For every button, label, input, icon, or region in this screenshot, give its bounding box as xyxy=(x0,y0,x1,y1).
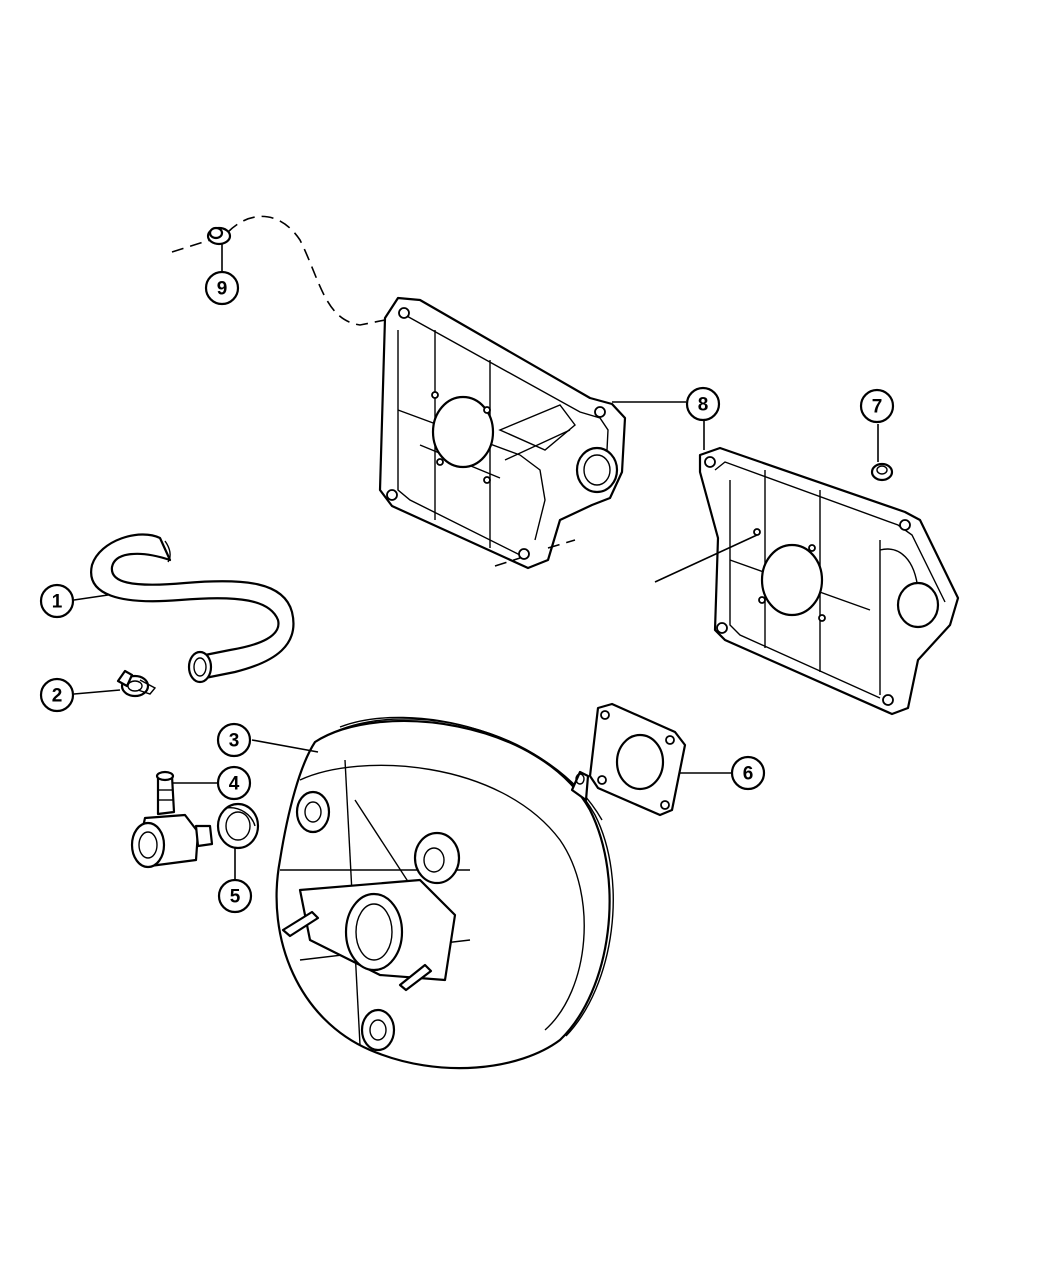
callout-3: 3 xyxy=(216,722,252,758)
callout-label: 3 xyxy=(229,731,240,752)
part-2-hose-clamp xyxy=(116,669,157,698)
part-1-vacuum-hose xyxy=(90,533,295,684)
callout-label: 2 xyxy=(52,686,63,707)
part-6-gasket xyxy=(588,702,687,817)
part-7-nut xyxy=(870,424,894,482)
leader-lines xyxy=(73,244,731,880)
callout-label: 5 xyxy=(230,887,241,908)
part-3-brake-booster xyxy=(275,716,614,1070)
callout-5: 5 xyxy=(217,878,253,914)
mounting-plate-right xyxy=(654,446,960,716)
part-8-bracket xyxy=(378,296,627,570)
callout-7: 7 xyxy=(859,388,895,424)
callout-1: 1 xyxy=(39,583,75,619)
callout-8: 8 xyxy=(685,386,721,422)
callout-9: 9 xyxy=(204,270,240,306)
callout-label: 4 xyxy=(229,774,240,795)
callout-label: 6 xyxy=(743,764,754,785)
callout-label: 9 xyxy=(217,279,228,300)
callout-label: 7 xyxy=(872,397,883,418)
callout-6: 6 xyxy=(730,755,766,791)
callout-label: 8 xyxy=(698,395,709,416)
part-5-grommet xyxy=(216,802,260,850)
callout-2: 2 xyxy=(39,677,75,713)
callout-label: 1 xyxy=(52,592,63,613)
callout-4: 4 xyxy=(216,765,252,801)
part-9-nut xyxy=(171,215,396,326)
part-4-check-valve xyxy=(130,770,214,869)
